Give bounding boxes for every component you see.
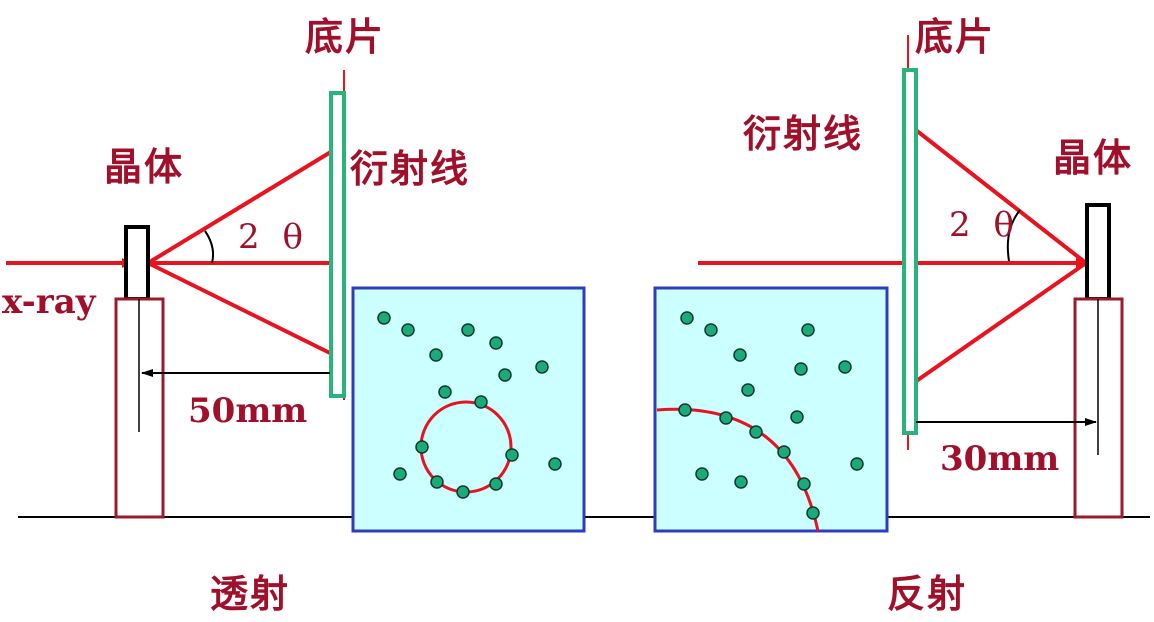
left-film-icon xyxy=(329,91,346,398)
right-diffraction-label: 衍射线 xyxy=(743,112,864,156)
right-film-icon xyxy=(902,68,918,435)
right-diffracted-beam-lower xyxy=(910,261,1088,386)
left-crystal-label: 晶体 xyxy=(104,145,185,189)
right-crystal-icon xyxy=(1085,203,1111,301)
right-angle-arc xyxy=(1006,209,1021,262)
left-mode-label: 透射 xyxy=(210,572,291,616)
xray-label: x-ray xyxy=(2,282,96,322)
left-setup xyxy=(6,70,346,519)
left-diffraction-label: 衍射线 xyxy=(350,147,471,191)
left-angle-label: 2 θ xyxy=(238,217,309,257)
right-pattern-panel xyxy=(653,286,889,533)
left-diffracted-beam-lower xyxy=(147,261,335,357)
right-setup xyxy=(698,35,1124,519)
left-film-label: 底片 xyxy=(305,15,386,59)
left-diffracted-beam-upper xyxy=(146,148,336,265)
right-dots xyxy=(678,311,864,520)
right-film-label: 底片 xyxy=(915,15,996,59)
right-angle-label: 2 θ xyxy=(949,205,1020,245)
left-pattern-panel xyxy=(351,286,586,533)
left-angle-arc xyxy=(204,230,215,264)
left-dots xyxy=(377,311,562,499)
right-crystal-label: 晶体 xyxy=(1053,136,1134,180)
right-diffracted-beam-upper xyxy=(910,125,1088,265)
right-mode-label: 反射 xyxy=(887,572,968,616)
left-crystal-icon xyxy=(124,225,150,301)
right-distance-label: 30mm xyxy=(940,439,1060,479)
left-distance-label: 50mm xyxy=(188,391,308,431)
right-crystal-holder xyxy=(1073,297,1124,519)
